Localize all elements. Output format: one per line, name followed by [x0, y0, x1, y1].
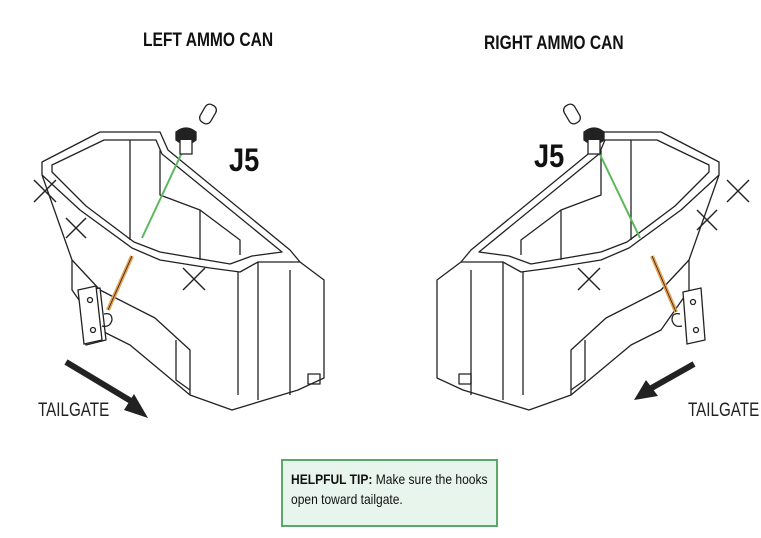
left-ammo-can-illustration [41, 131, 325, 411]
right-arrow-icon [634, 361, 696, 400]
right-tailgate-label: TAILGATE [688, 400, 760, 421]
right-bolt-icon [562, 103, 582, 125]
right-clip-icon [583, 127, 605, 155]
right-ammo-can-illustration [436, 131, 720, 411]
helpful-tip-text: HELPFUL TIP: Make sure the hooks open to… [291, 469, 497, 509]
left-arrow-icon [64, 359, 148, 418]
left-x-mark-icon [33, 179, 206, 291]
right-part-label: J5 [534, 138, 565, 174]
left-tailgate-label: TAILGATE [38, 400, 110, 421]
left-bolt-icon [198, 103, 218, 125]
left-guide-line [141, 143, 187, 239]
left-hook-bracket-icon [77, 285, 113, 345]
helpful-tip-box: HELPFUL TIP: Make sure the hooks open to… [281, 459, 498, 527]
right-ammo-can-title: RIGHT AMMO CAN [484, 33, 624, 54]
left-clip-icon [175, 127, 197, 155]
helpful-tip-body: Make sure the hooks open toward tailgate… [291, 471, 488, 507]
right-guide-line [594, 143, 641, 239]
right-x-mark-icon [577, 179, 750, 291]
left-ammo-can-title: LEFT AMMO CAN [143, 30, 274, 51]
helpful-tip-heading: HELPFUL TIP: [291, 471, 373, 487]
left-part-label: J5 [229, 142, 260, 178]
right-hook-bracket-icon [671, 287, 706, 345]
